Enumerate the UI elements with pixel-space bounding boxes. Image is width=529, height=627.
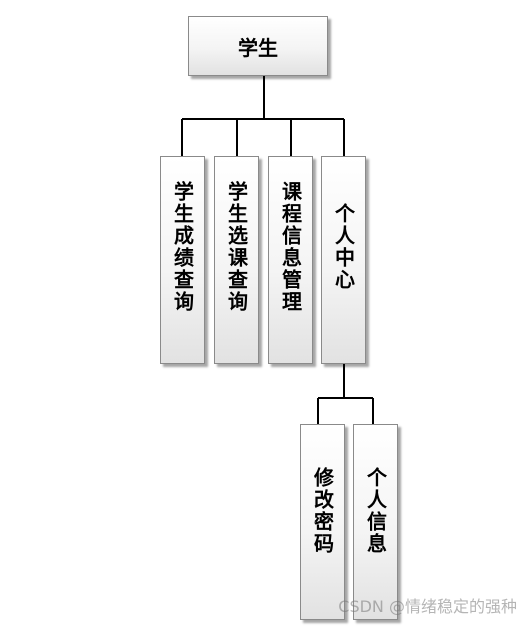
node-personal-info: 个人信息 [353, 424, 398, 620]
node-grade-query: 学生成绩查询 [160, 156, 205, 364]
node-course-selection-query-label: 学生选课查询 [224, 181, 249, 313]
watermark-text: CSDN @情绪稳定的强种 [338, 597, 517, 616]
node-root-label: 学生 [238, 35, 278, 60]
node-change-password-label: 修改密码 [310, 467, 335, 555]
node-personal-center: 个人中心 [321, 156, 366, 364]
node-course-info-management-label: 课程信息管理 [278, 181, 303, 313]
node-personal-center-label: 个人中心 [331, 203, 356, 291]
node-grade-query-label: 学生成绩查询 [170, 181, 195, 313]
node-course-info-management: 课程信息管理 [268, 156, 313, 364]
node-root-student: 学生 [188, 16, 328, 76]
node-course-selection-query: 学生选课查询 [214, 156, 259, 364]
node-personal-info-label: 个人信息 [363, 467, 388, 555]
node-change-password: 修改密码 [300, 424, 345, 620]
